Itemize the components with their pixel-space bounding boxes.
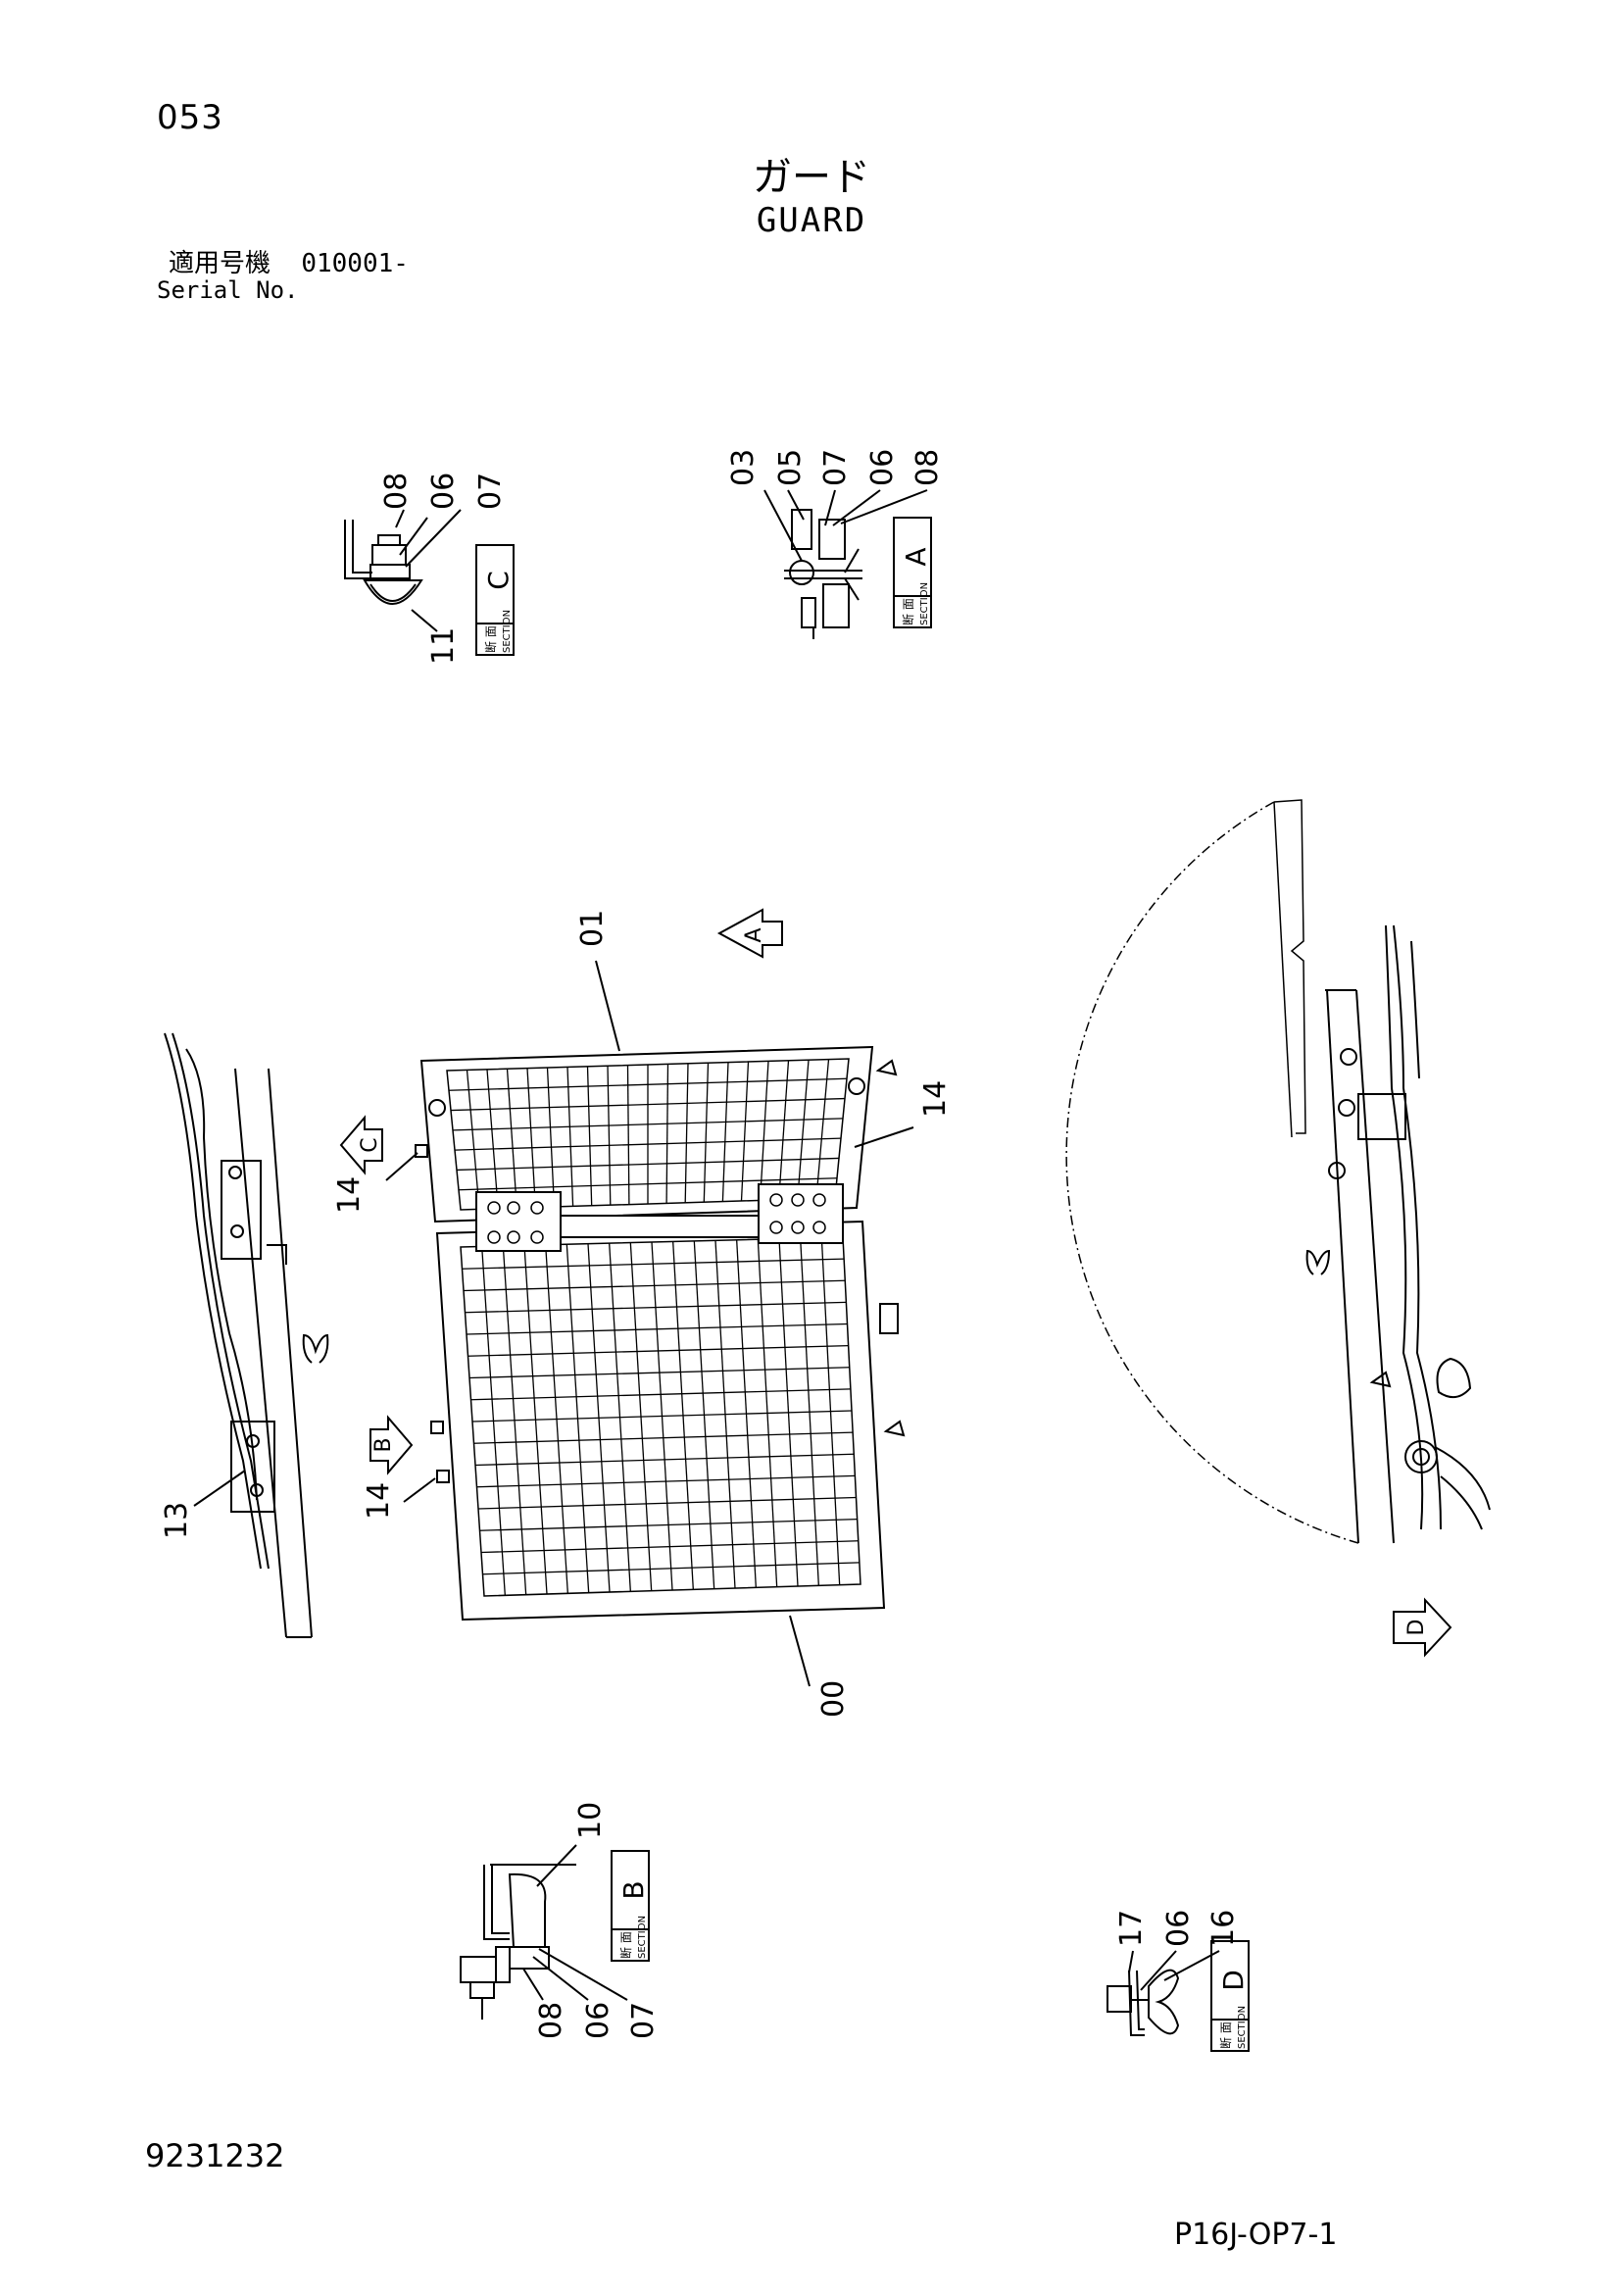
mesh-wire — [586, 1066, 593, 1206]
mesh-wire — [466, 1323, 848, 1335]
section-a-label-jp: 断 面 — [901, 598, 915, 625]
section-b-callout-07: 07 — [626, 2002, 661, 2039]
mesh-wire — [467, 1344, 849, 1357]
mesh-wire — [458, 1177, 838, 1191]
serial-value: 010001- — [301, 249, 409, 278]
mesh-wire — [815, 1059, 830, 1199]
view-arrow-b-letter: B — [371, 1437, 396, 1452]
mesh-wire — [474, 1453, 855, 1467]
section-a-callout-08: 08 — [910, 449, 945, 486]
mesh-upper — [448, 1059, 848, 1210]
section-a-callout-07: 07 — [818, 449, 853, 486]
section-b-callout-06: 06 — [581, 2002, 615, 2039]
mesh-wire — [471, 1410, 853, 1423]
mesh-wire — [477, 1496, 857, 1510]
view-arrow-b: B — [369, 1415, 414, 1475]
section-c-callout-06: 06 — [426, 473, 461, 510]
mesh-wire — [626, 1065, 630, 1205]
mesh-wire — [465, 1301, 847, 1314]
section-a-callout-05: 05 — [773, 449, 808, 486]
section-b-label-jp: 断 面 — [618, 1931, 633, 1959]
mesh-wire — [462, 1258, 845, 1270]
mesh-wire — [450, 1097, 846, 1112]
section-b-label-en: SECTION — [637, 1916, 648, 1959]
view-arrow-d: D — [1393, 1597, 1452, 1658]
mesh-wire — [463, 1279, 846, 1292]
section-a-callout-03: 03 — [726, 449, 761, 486]
mesh-wire — [466, 1070, 480, 1210]
mesh-wire — [546, 1067, 556, 1208]
drawing-code: P16J-OP7-1 — [1174, 2218, 1338, 2252]
mesh-wire — [721, 1062, 729, 1202]
section-d-letter: D — [1217, 1970, 1250, 1991]
callout-14-left-lower: 14 — [362, 1482, 396, 1520]
left-frame-rail: 13 — [160, 1032, 329, 1638]
mesh-wire — [506, 1069, 517, 1209]
mesh-wire — [759, 1061, 769, 1201]
section-c-callout-07: 07 — [473, 473, 508, 510]
serial-label-jp: 適用号機 — [169, 249, 271, 278]
mesh-wire — [468, 1367, 850, 1379]
title-japanese: ガード — [753, 155, 870, 200]
mesh-wire — [778, 1060, 790, 1200]
mesh-wire — [480, 1540, 859, 1554]
callout-14-right: 14 — [918, 1080, 953, 1118]
section-d-callout-06: 06 — [1161, 1910, 1196, 1947]
mesh-lower — [462, 1237, 860, 1596]
section-c-label-jp: 断 面 — [483, 625, 498, 653]
section-a-callout-06: 06 — [865, 449, 900, 486]
mesh-wire — [665, 1064, 669, 1204]
section-d-detail: 17 06 16 D 断 面 SECTION — [1107, 1910, 1250, 2052]
mesh-wire — [476, 1474, 856, 1488]
section-b-letter: B — [617, 1880, 650, 1899]
section-d-label-en: SECTION — [1237, 2006, 1248, 2049]
detail-circle — [1065, 799, 1491, 1544]
page-number: 053 — [157, 98, 223, 137]
mesh-wire — [526, 1068, 537, 1208]
document-number: 9231232 — [145, 2137, 285, 2174]
section-b-callout-08: 08 — [534, 2002, 568, 2039]
mesh-wire — [456, 1157, 840, 1172]
section-c-label-en: SECTION — [502, 610, 513, 653]
view-arrow-a-letter: A — [742, 927, 766, 942]
mesh-wire — [448, 1077, 848, 1091]
title-english: GUARD — [756, 201, 867, 240]
mesh-wire — [740, 1061, 750, 1202]
callout-14-left-upper: 14 — [332, 1176, 367, 1214]
mesh-wire — [470, 1388, 851, 1401]
mesh-wire — [703, 1063, 710, 1203]
section-c-letter: C — [482, 571, 515, 590]
mesh-wire — [482, 1562, 860, 1575]
view-arrow-a: A — [716, 908, 783, 959]
mesh-wire — [454, 1137, 842, 1151]
section-a-letter: A — [900, 547, 932, 566]
section-a-detail: 03 05 07 06 08 A 断 面 SECTION — [726, 449, 945, 639]
guard-assembly: 01 00 14 14 14 — [332, 910, 953, 1718]
mesh-wire — [566, 1067, 574, 1207]
section-d-label-jp: 断 面 — [1218, 2021, 1233, 2049]
mesh-wire — [486, 1069, 499, 1209]
section-a-label-en: SECTION — [919, 582, 930, 625]
section-c-callout-08: 08 — [379, 473, 414, 510]
callout-01: 01 — [575, 910, 610, 947]
serial-label-en: Serial No. — [157, 276, 299, 304]
mesh-wire — [452, 1118, 844, 1131]
section-c-detail: 08 06 07 11 C 断 面 SECTION — [344, 473, 515, 665]
serial-line: 適用号機 010001- — [169, 250, 409, 277]
mesh-wire — [473, 1431, 854, 1444]
view-arrow-c-letter: C — [358, 1137, 382, 1152]
mesh-wire — [607, 1066, 612, 1206]
view-arrow-d-letter: D — [1404, 1620, 1429, 1636]
section-b-detail: 10 08 06 07 B 断 面 SECTION — [460, 1802, 661, 2039]
view-arrow-c: C — [339, 1115, 383, 1175]
section-c-callout-11: 11 — [426, 627, 461, 665]
mesh-wire — [797, 1060, 810, 1200]
mesh-wire — [684, 1063, 689, 1203]
section-d-callout-17: 17 — [1114, 1910, 1149, 1947]
callout-00: 00 — [816, 1680, 851, 1718]
mesh-wire — [479, 1518, 858, 1531]
section-b-callout-10: 10 — [573, 1802, 608, 1839]
callout-13: 13 — [160, 1502, 194, 1539]
